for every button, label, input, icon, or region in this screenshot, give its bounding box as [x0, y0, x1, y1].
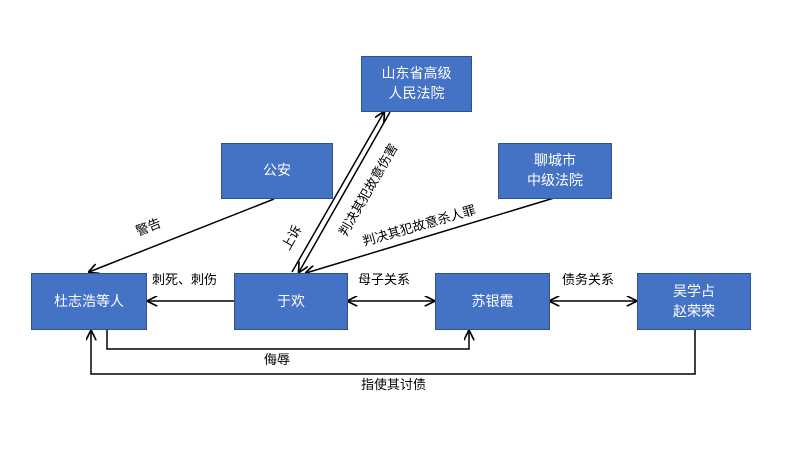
- node-du-zhihao: 杜志浩等人: [31, 273, 147, 330]
- edge-appeal: [291, 112, 384, 273]
- label-warning: 警告: [134, 215, 164, 240]
- node-su-yinxia: 苏银霞: [435, 273, 550, 330]
- node-du-zhihao-label: 杜志浩等人: [54, 293, 124, 310]
- label-insult: 侮辱: [264, 353, 290, 368]
- label-mother-son: 母子关系: [358, 273, 410, 288]
- node-liaocheng-court: 聊城市 中级法院: [498, 143, 612, 199]
- node-shandong-high-court-line1: 山东省高级: [381, 66, 452, 82]
- node-su-yinxia-label: 苏银霞: [471, 293, 514, 310]
- node-shandong-high-court: 山东省高级 人民法院: [361, 56, 472, 112]
- edge-injury-verdict: [299, 111, 391, 272]
- node-shandong-high-court-line2: 人民法院: [388, 86, 445, 102]
- edge-instigate: [91, 330, 696, 375]
- node-police: 公安: [221, 143, 333, 199]
- node-wu-zhao-line1: 吴学占: [673, 283, 715, 300]
- label-stab: 刺死、刺伤: [152, 273, 217, 288]
- edge-insult: [106, 330, 469, 350]
- node-wu-zhao: 吴学占 赵荣荣: [637, 273, 751, 330]
- label-debt: 债务关系: [562, 272, 614, 288]
- node-liaocheng-court-line2: 中级法院: [527, 173, 583, 189]
- edge-murder-verdict: [306, 197, 555, 273]
- node-yu-huan: 于欢: [234, 273, 348, 330]
- node-police-label: 公安: [263, 163, 291, 179]
- label-appeal: 上诉: [279, 223, 305, 253]
- node-liaocheng-court-line1: 聊城市: [534, 153, 576, 169]
- edge-warning: [89, 198, 275, 272]
- node-wu-zhao-line2: 赵荣荣: [673, 303, 715, 320]
- label-instigate: 指使其讨债: [361, 377, 426, 393]
- node-yu-huan-label: 于欢: [277, 293, 305, 310]
